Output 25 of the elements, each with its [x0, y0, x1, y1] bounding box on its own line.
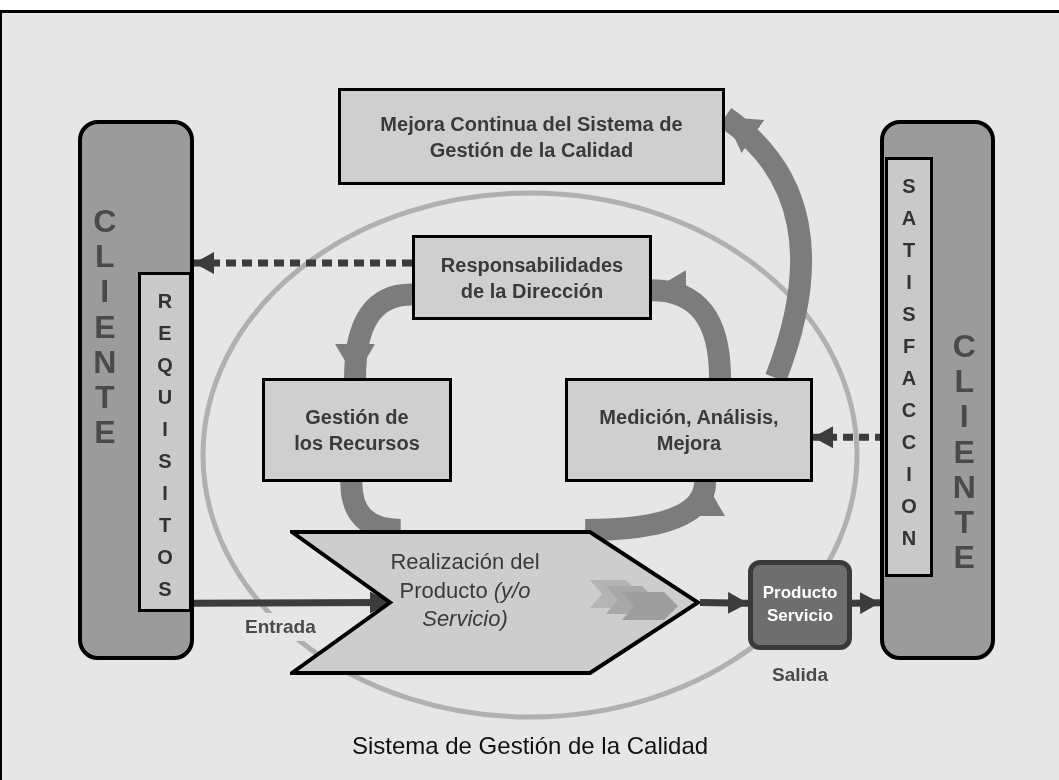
vertical-label: CLIENTE [951, 329, 977, 576]
customer-column [78, 120, 194, 660]
system-caption: Sistema de Gestión de la Calidad [350, 731, 710, 761]
node-label: Mejora Continua del Sistema de Gestión de la Calidad [379, 111, 684, 163]
node-caption: Salida [771, 663, 829, 687]
process-box [338, 88, 725, 185]
curved-arrow [585, 480, 722, 541]
arrow [851, 592, 881, 615]
node-label: Gestión de los Recursos [293, 405, 421, 456]
process-box [412, 235, 652, 320]
node-label: Medición, Análisis, Mejora [598, 405, 780, 456]
process-box [565, 378, 813, 482]
vertical-label: CLIENTE [92, 204, 118, 451]
node-label: Realización del Producto (y/o Servicio) [390, 548, 540, 634]
label-panel [138, 272, 192, 612]
process-box [262, 378, 452, 482]
curved-arrow [336, 283, 413, 379]
label-panel [885, 157, 933, 577]
node-label: Responsabilidades de la Dirección [439, 252, 625, 304]
arrow [699, 591, 749, 614]
vertical-label: REQUISITOS [157, 289, 173, 602]
node-label: Producto Servicio [761, 582, 839, 627]
dotted-arrow [194, 252, 412, 275]
vertical-label: SATISFACCION [901, 174, 917, 551]
customer-column [880, 120, 995, 660]
